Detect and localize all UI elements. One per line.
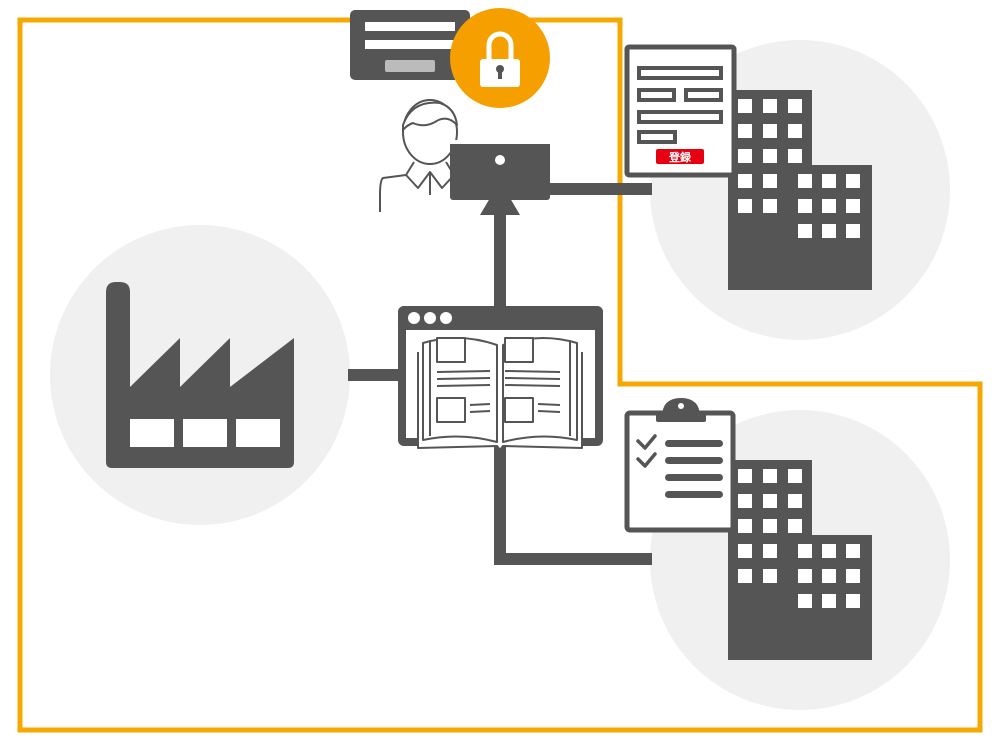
registration-form-icon: 登録 (624, 44, 737, 178)
line-factory-to-manual (348, 369, 400, 381)
security-boundary (17, 17, 983, 733)
browser-dot (408, 312, 420, 324)
submit-button-label: 登録 (668, 150, 692, 164)
line-manual-down (494, 442, 506, 565)
connector-lines (348, 183, 652, 565)
office-building-icon (728, 90, 872, 290)
line-monitor-to-company-a (548, 183, 652, 195)
browser-dot (424, 312, 436, 324)
factory-icon (106, 282, 294, 468)
office-building-icon (728, 460, 872, 660)
computer-monitor-icon (450, 140, 550, 215)
padlock-icon (450, 8, 550, 108)
login-form-icon (350, 10, 470, 80)
line-to-company-b (494, 553, 652, 565)
submit-button (656, 149, 704, 164)
line-monitor-to-manual (494, 208, 506, 308)
person-icon (379, 99, 458, 212)
open-book-icon (417, 336, 583, 451)
clipboard-checklist-icon (624, 398, 736, 533)
browser-dot (440, 312, 452, 324)
